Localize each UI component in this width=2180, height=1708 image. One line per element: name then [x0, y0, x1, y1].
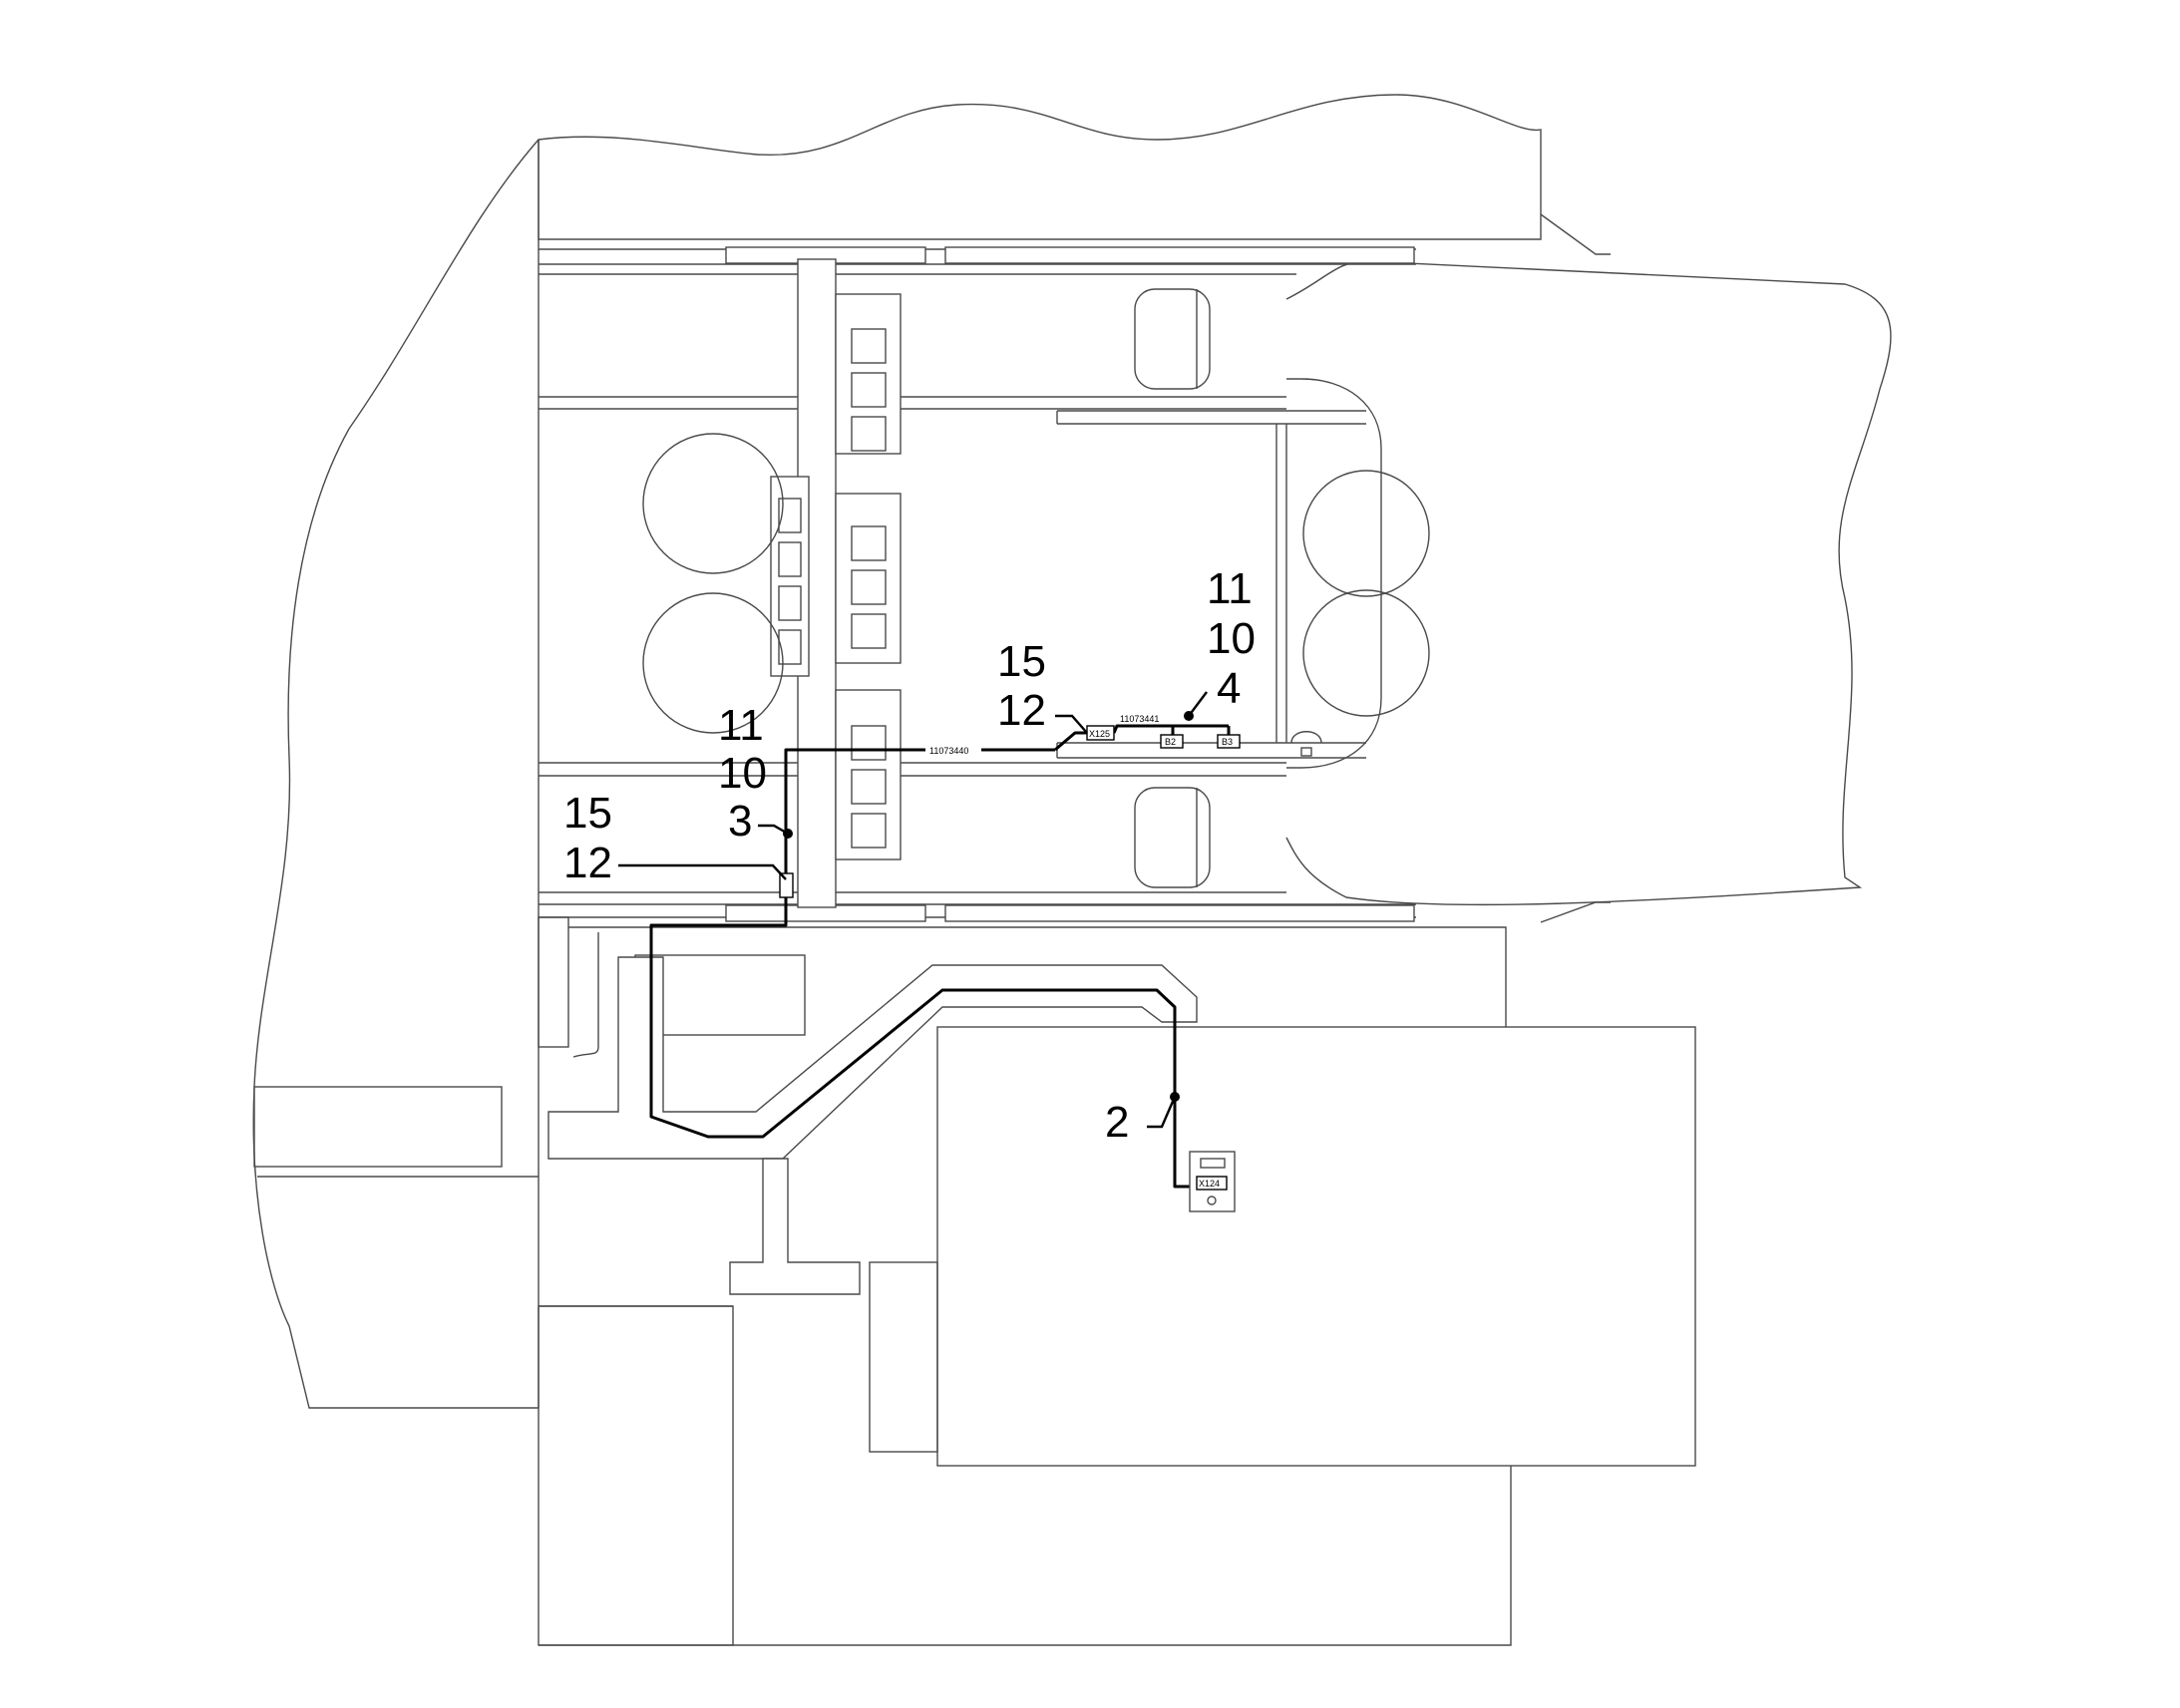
cable-duct — [547, 956, 1198, 1160]
harness-label-b: 11073441 — [1120, 714, 1159, 724]
callout-10-top: 10 — [1207, 614, 1256, 663]
callout-15-left: 15 — [563, 789, 612, 838]
harness-sensor-wire — [1112, 724, 1231, 735]
callouts: 11 10 4 15 12 11 10 3 15 12 2 — [563, 564, 1256, 1147]
sensor-b3-label: B3 — [1222, 737, 1233, 747]
tank-circle — [642, 433, 784, 574]
crossbar-top-right — [944, 246, 1415, 264]
connector-x125-label: X125 — [1089, 729, 1110, 739]
wiring-harness: 11073440 11073441 X125 B2 B3 X124 — [649, 711, 1241, 1212]
connector-left — [779, 872, 794, 898]
harness-branch-wire — [1054, 731, 1087, 752]
sensor-b2 — [1160, 734, 1184, 749]
control-cabinet — [936, 1026, 1696, 1467]
sensor-b3 — [1217, 734, 1241, 749]
callout-11-top: 11 — [1207, 564, 1253, 613]
callout-11-left: 11 — [718, 701, 764, 750]
bracket — [1290, 731, 1322, 744]
tank-circle — [1302, 589, 1430, 717]
cabinet-side — [869, 1261, 938, 1453]
callout-15-mid: 15 — [997, 637, 1046, 686]
base-block-left — [538, 1305, 734, 1646]
callout-4: 4 — [1217, 664, 1241, 713]
left-post — [538, 916, 569, 1048]
machine-outline — [252, 94, 1892, 1646]
hitch-line — [1540, 213, 1611, 255]
callout-12-mid: 12 — [997, 686, 1046, 735]
base-block-right — [733, 1466, 1512, 1646]
callout-12-left: 12 — [563, 839, 612, 887]
platform-top — [568, 926, 1507, 1027]
sensor-b2-label: B2 — [1165, 737, 1176, 747]
module-block-1 — [835, 293, 902, 455]
wheel-bottom — [1134, 787, 1211, 888]
left-panel — [253, 1086, 503, 1168]
tank-circle — [1302, 470, 1430, 597]
t-support — [729, 1158, 861, 1295]
callout-3: 3 — [728, 797, 752, 846]
module-block-2 — [835, 493, 902, 664]
wheel-top — [1134, 288, 1211, 390]
crossbar-bottom-right — [944, 904, 1415, 922]
leader-lines — [618, 691, 1208, 1129]
harness-label-a: 11073440 — [929, 746, 968, 756]
connector-x124 — [1196, 1176, 1228, 1191]
callout-10-left: 10 — [718, 749, 767, 798]
connector-x124-label: X124 — [1199, 1179, 1220, 1189]
module-block-3 — [835, 689, 902, 860]
hitch-line — [1540, 901, 1611, 923]
slot-outline — [1286, 378, 1382, 769]
left-body-outline — [252, 139, 540, 1409]
tank-circle — [642, 592, 784, 734]
platform-left — [572, 932, 599, 1058]
top-frame-outline — [538, 94, 1542, 240]
right-arm-outline — [1285, 260, 1892, 906]
callout-2: 2 — [1105, 1098, 1129, 1147]
